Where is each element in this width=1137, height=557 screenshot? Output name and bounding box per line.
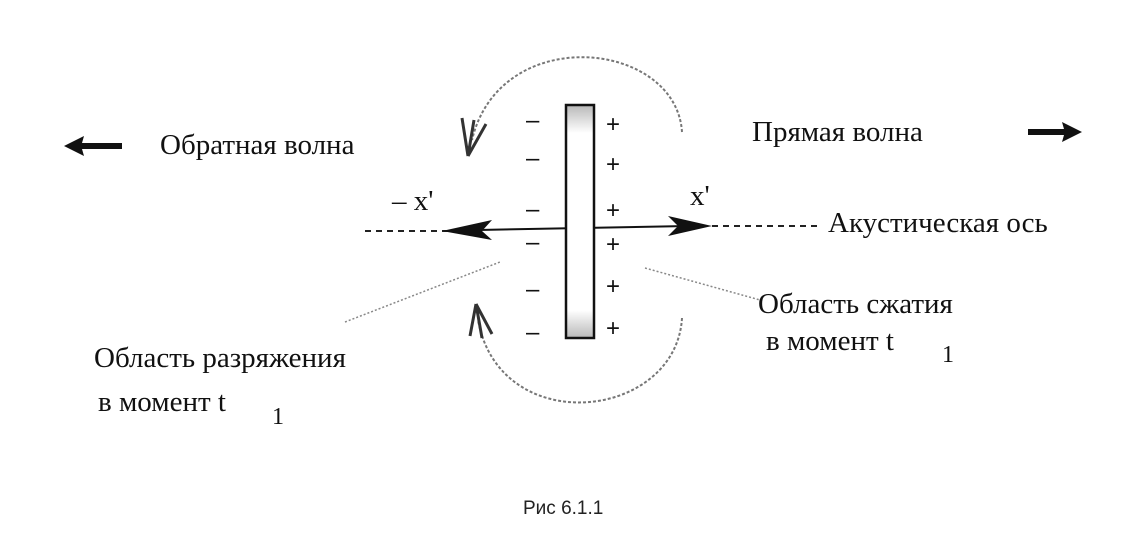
backward-wave-label: Обратная волна: [160, 129, 355, 161]
minus-sign: –: [526, 276, 540, 303]
rarefaction-region-line2: в момент t: [98, 386, 226, 418]
plus-sign: +: [606, 231, 620, 258]
compression-region-subscript: 1: [942, 342, 954, 368]
minus-sign: –: [526, 145, 540, 172]
plus-sign: +: [606, 273, 620, 300]
compression-region-line1: Область сжатия: [758, 288, 953, 320]
forward-wave-label: Прямая волна: [752, 116, 923, 148]
plus-signs: + + + + + +: [606, 111, 620, 342]
acoustic-axis-label: Акустическая ось: [828, 207, 1048, 239]
plus-sign: +: [606, 197, 620, 224]
compression-leader-line: [644, 267, 761, 301]
bottom-field-arrowhead-icon: [468, 303, 494, 339]
plus-sign: +: [606, 151, 620, 178]
rarefaction-region-line1: Область разряжения: [94, 342, 346, 374]
minus-sign: –: [526, 196, 540, 223]
backward-wave-arrow-icon: [64, 136, 122, 156]
figure-caption: Рис 6.1.1: [523, 498, 603, 519]
plus-sign: +: [606, 111, 620, 138]
rarefaction-region-subscript: 1: [272, 404, 284, 430]
forward-wave-arrow-icon: [1028, 122, 1082, 142]
plus-sign: +: [606, 315, 620, 342]
transducer-plate: [564, 103, 596, 340]
top-field-arrowhead-icon: [460, 117, 488, 157]
pos-x-arrow-icon: [668, 216, 712, 236]
minus-sign: –: [526, 319, 540, 346]
minus-sign: –: [526, 107, 540, 134]
minus-signs: – – – – – –: [526, 107, 540, 346]
neg-x-arrow-icon: [442, 220, 492, 240]
top-field-arc: [471, 56, 683, 141]
neg-axis-label: – x': [391, 185, 433, 217]
minus-sign: –: [526, 229, 540, 256]
compression-region-line2: в момент t: [766, 325, 894, 357]
pos-axis-label: x': [690, 180, 710, 212]
